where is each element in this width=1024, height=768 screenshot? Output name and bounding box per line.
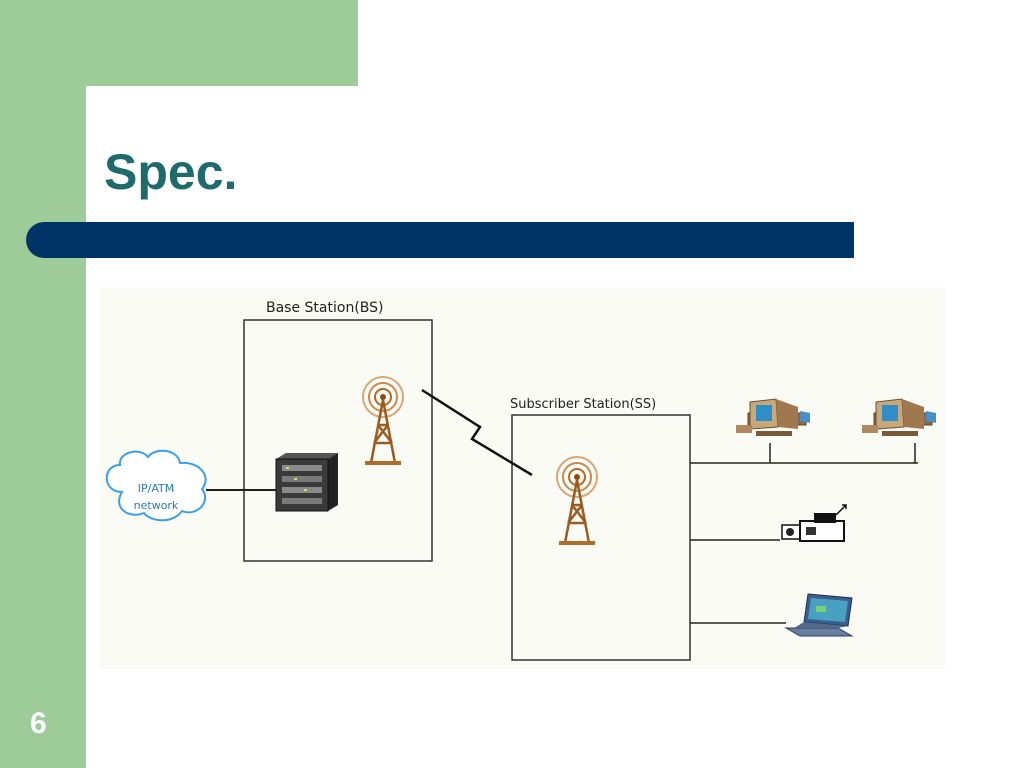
desktop-computer-icon xyxy=(862,398,936,436)
subscriber-station-label: Subscriber Station(SS) xyxy=(510,397,656,412)
slide-title: Spec. xyxy=(104,144,238,200)
video-camera-icon xyxy=(781,504,847,542)
antenna-tower-icon xyxy=(556,456,598,545)
sidebar-band xyxy=(0,0,86,768)
slide-number: 6 xyxy=(30,707,47,740)
title-underline-bar xyxy=(26,222,854,258)
network-cloud-line-2: network xyxy=(134,499,179,512)
subscriber-station-box xyxy=(511,414,691,661)
desktop-computer-icon xyxy=(736,398,810,436)
network-cloud-line-1: IP/ATM xyxy=(138,482,174,495)
base-station-box xyxy=(243,319,433,562)
network-cloud-icon: IP/ATM network xyxy=(105,449,207,522)
laptop-icon xyxy=(784,593,854,637)
network-diagram: Base Station(BS) Subscriber Station(SS) … xyxy=(100,287,945,669)
network-switch-icon xyxy=(275,453,338,512)
antenna-tower-icon xyxy=(362,376,404,465)
base-station-label: Base Station(BS) xyxy=(266,300,383,316)
lightning-link-icon xyxy=(421,388,533,477)
top-left-tab xyxy=(0,0,358,86)
